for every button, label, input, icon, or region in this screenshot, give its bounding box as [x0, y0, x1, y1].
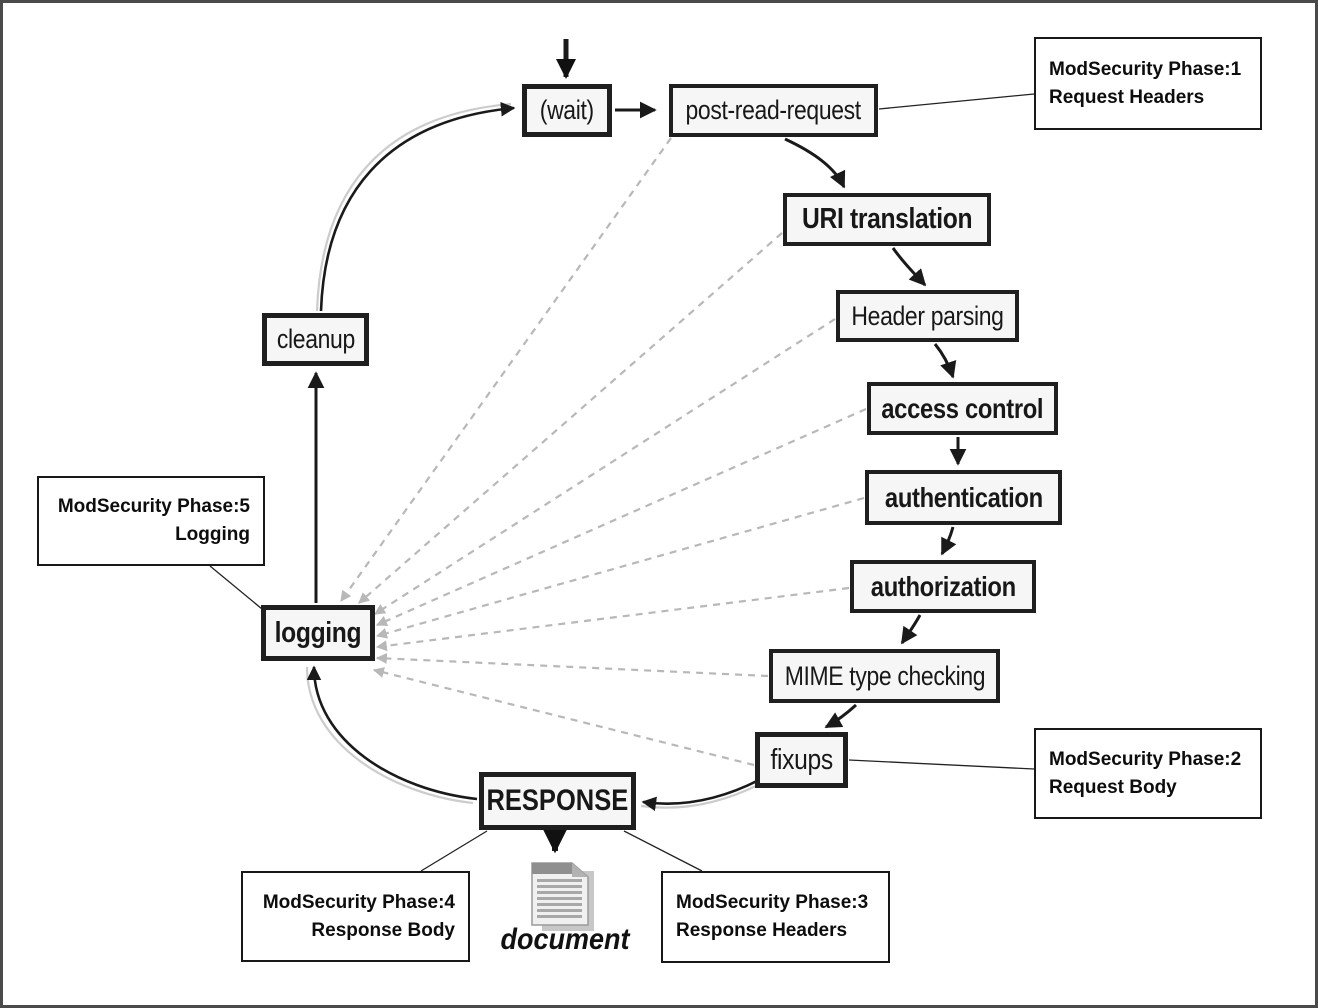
node-post-read-request-label: post-read-request — [685, 95, 862, 125]
node-authorization-label: authorization — [870, 570, 1016, 602]
phase4-line2: Response Body — [311, 919, 455, 941]
dashed-header-to-logging — [374, 318, 836, 615]
connector-layer — [209, 39, 1035, 872]
phase1-line1: ModSecurity Phase:1 — [1049, 58, 1242, 80]
leader-phase5 — [209, 565, 263, 610]
callout-modsecurity-phase-5: ModSecurity Phase:5 Logging — [37, 476, 265, 566]
phase2-line1: ModSecurity Phase:2 — [1049, 748, 1242, 770]
node-fixups: fixups — [755, 732, 848, 788]
node-cleanup-label: cleanup — [276, 324, 355, 354]
phase4-line1: ModSecurity Phase:4 — [262, 891, 455, 913]
arc-response-to-logging — [306, 665, 478, 801]
arrow-authz-to-mime — [900, 614, 922, 645]
node-response-label: RESPONSE — [486, 784, 629, 817]
dashed-mime-to-logging — [375, 652, 769, 678]
arc-shadow-cleanup-wait — [315, 102, 512, 312]
node-logging: logging — [261, 605, 375, 661]
arrow-auth-to-authz — [940, 526, 957, 556]
callout-modsecurity-phase-4: ModSecurity Phase:4 Response Body — [241, 871, 470, 962]
node-fixups-label: fixups — [770, 743, 833, 776]
node-access-control: access control — [867, 382, 1058, 435]
dashed-postread-to-logging — [340, 137, 672, 602]
document-icon — [524, 859, 606, 944]
node-mime-type-checking: MIME type checking — [769, 649, 1000, 703]
node-access-control-label: access control — [881, 392, 1044, 424]
phase5-line2: Logging — [175, 524, 250, 545]
dashed-auth-to-logging — [375, 496, 865, 639]
dashed-authz-to-logging — [375, 586, 850, 652]
node-authentication: authentication — [865, 470, 1062, 525]
arrow-postread-to-uri — [784, 137, 846, 189]
phase1-line2: Request Headers — [1049, 86, 1205, 108]
phase3-line2: Response Headers — [676, 920, 848, 941]
node-cleanup: cleanup — [262, 313, 369, 366]
dashed-uri-to-logging — [358, 232, 783, 604]
callout-leaders — [209, 93, 1035, 872]
node-uri-translation: URI translation — [783, 193, 991, 246]
arrow-uri-to-header — [891, 247, 927, 287]
arc-cleanup-to-wait — [319, 101, 516, 312]
leader-phase3 — [623, 830, 703, 872]
arc-shadows — [305, 102, 761, 809]
leader-phase1 — [878, 93, 1035, 110]
node-authorization: authorization — [850, 560, 1036, 613]
dashed-logging-arrows — [340, 137, 867, 767]
dashed-fixups-to-logging — [372, 667, 755, 767]
arc-shadow-response-logging — [305, 666, 474, 805]
callout-modsecurity-phase-3: ModSecurity Phase:3 Response Headers — [661, 871, 890, 963]
arc-fixups-to-response — [641, 778, 760, 812]
node-mime-type-checking-label: MIME type checking — [784, 660, 985, 691]
node-authentication-label: authentication — [884, 481, 1043, 513]
node-post-read-request: post-read-request — [669, 84, 878, 137]
leader-phase2 — [848, 759, 1035, 770]
phase2-line2: Request Body — [1049, 776, 1177, 798]
node-wait-label: (wait) — [539, 95, 595, 125]
flow-arrows — [306, 39, 967, 854]
callout-modsecurity-phase-2: ModSecurity Phase:2 Request Body — [1034, 728, 1262, 819]
node-header-parsing: Header parsing — [836, 290, 1019, 342]
node-logging-label: logging — [274, 616, 362, 649]
arrow-mime-to-fixups — [824, 703, 858, 729]
dashed-access-to-logging — [375, 407, 867, 627]
node-header-parsing-label: Header parsing — [851, 300, 1004, 331]
phase3-line1: ModSecurity Phase:3 — [676, 892, 869, 913]
phase5-line1: ModSecurity Phase:5 — [57, 496, 250, 517]
node-response: RESPONSE — [479, 772, 636, 830]
callout-modsecurity-phase-1: ModSecurity Phase:1 Request Headers — [1034, 37, 1262, 130]
node-uri-translation-label: URI translation — [801, 203, 973, 235]
arrow-header-to-access — [933, 343, 957, 379]
document-label: document — [500, 923, 630, 956]
node-wait: (wait) — [522, 84, 612, 137]
leader-phase4 — [420, 830, 488, 872]
